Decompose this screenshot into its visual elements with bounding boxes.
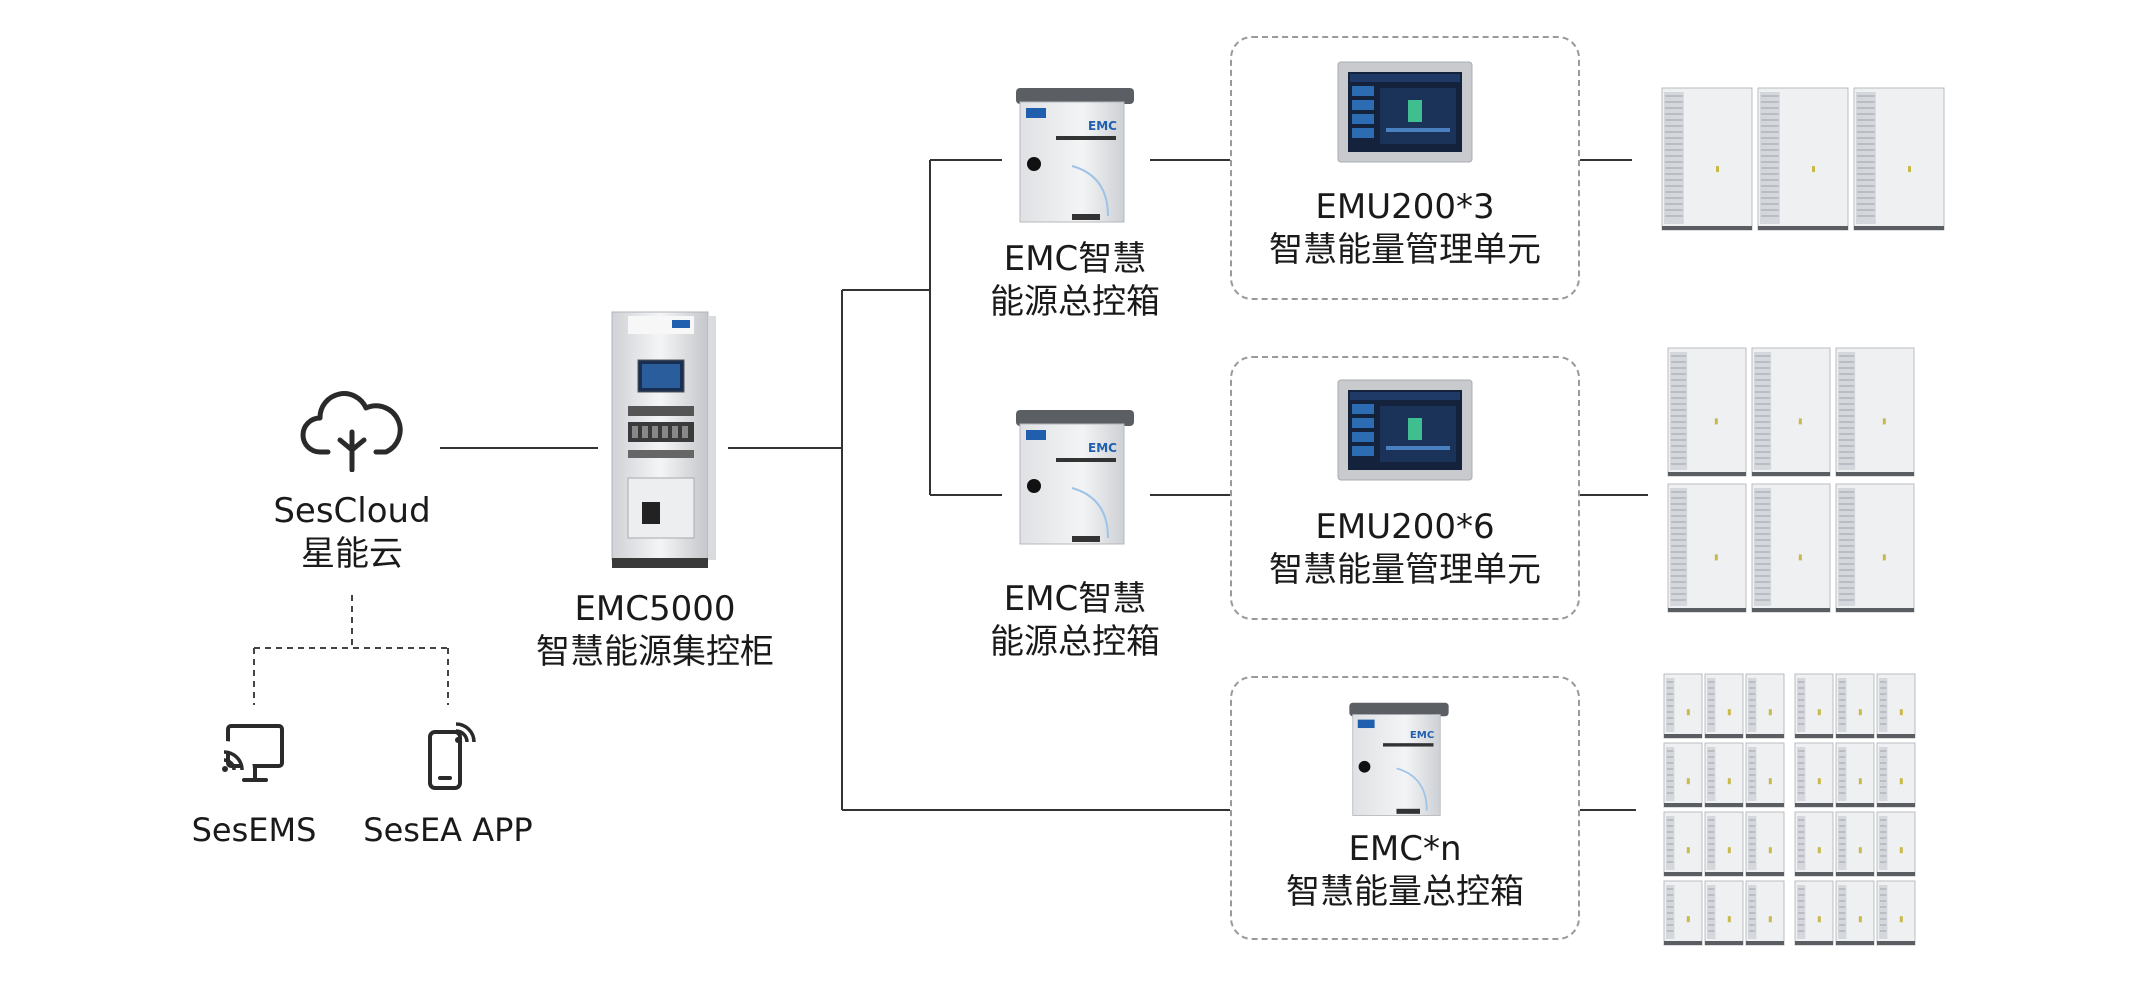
storage-cabinets-group-1 — [1661, 87, 1945, 231]
storage-cabinet — [1663, 673, 1703, 739]
storage-cabinet — [1853, 87, 1945, 231]
cloud-label-line1: SesCloud — [273, 491, 431, 531]
master-label-line2: 智慧能源集控柜 — [536, 631, 774, 672]
storage-cabinet — [1751, 347, 1831, 477]
storage-cabinet — [1663, 742, 1703, 808]
storage-cabinet — [1663, 811, 1703, 877]
storage-cabinet — [1745, 880, 1785, 946]
storage-cabinet — [1876, 673, 1916, 739]
storage-cabinet — [1751, 483, 1831, 613]
controller-1-label: EMC智慧 能源总控箱 — [975, 238, 1175, 323]
emc-group-3-label-line1: EMC*n — [1348, 829, 1462, 869]
master-label: EMC5000 智慧能源集控柜 — [520, 588, 790, 673]
emu-group-2-label-line2: 智慧能量管理单元 — [1269, 549, 1541, 590]
storage-cabinet — [1794, 880, 1834, 946]
emc-controller-box-3-image: EMC — [1349, 702, 1449, 816]
storage-cabinet — [1667, 347, 1747, 477]
storage-cabinets-group-2 — [1667, 347, 1915, 613]
emc-group-3 — [1230, 676, 1580, 940]
emu-group-1-label: EMU200*3 智慧能量管理单元 — [1230, 186, 1580, 271]
master-label-line1: EMC5000 — [574, 589, 736, 629]
emc5000-cabinet-image — [611, 311, 716, 568]
emc-group-3-label: EMC*n 智慧能量总控箱 — [1230, 828, 1580, 913]
storage-cabinet — [1745, 742, 1785, 808]
storage-cabinet — [1704, 811, 1744, 877]
emu-group-1 — [1230, 36, 1580, 300]
storage-cabinet — [1661, 87, 1753, 231]
storage-cabinet — [1876, 742, 1916, 808]
emc-controller-box-2-image: EMC — [1016, 410, 1134, 545]
client-label-sesems: SesEMS — [191, 811, 317, 849]
emu-touchscreen-1-image — [1337, 61, 1473, 163]
controller-2-label-line2: 能源总控箱 — [990, 621, 1160, 662]
storage-cabinet — [1835, 742, 1875, 808]
controller-1-label-line2: 能源总控箱 — [990, 281, 1160, 322]
storage-cabinet — [1794, 673, 1834, 739]
box2-badge: EMC — [1088, 441, 1117, 455]
mobile-phone-icon[interactable] — [424, 720, 478, 792]
emu-group-2-label: EMU200*6 智慧能量管理单元 — [1230, 506, 1580, 591]
controller-1-label-line1: EMC智慧 — [1003, 239, 1147, 279]
monitor-cast-icon[interactable] — [220, 722, 290, 788]
box3-badge: EMC — [1410, 730, 1434, 741]
storage-cabinet — [1745, 811, 1785, 877]
storage-cabinet — [1667, 483, 1747, 613]
emu-group-1-label-line2: 智慧能量管理单元 — [1269, 229, 1541, 270]
storage-cabinet — [1704, 880, 1744, 946]
emc-controller-box-1-image: EMC — [1016, 88, 1134, 223]
storage-cabinet — [1663, 880, 1703, 946]
storage-cabinet — [1704, 673, 1744, 739]
storage-cabinet — [1794, 742, 1834, 808]
controller-2-label-line1: EMC智慧 — [1003, 579, 1147, 619]
box1-badge: EMC — [1088, 119, 1117, 133]
cloud-label-line2: 星能云 — [301, 533, 403, 574]
storage-cabinet — [1835, 880, 1875, 946]
storage-cabinet — [1835, 673, 1875, 739]
emu-group-2-label-line1: EMU200*6 — [1315, 507, 1495, 547]
emu-group-2 — [1230, 356, 1580, 620]
storage-cabinets-group-3 — [1663, 673, 1916, 946]
storage-cabinet — [1745, 673, 1785, 739]
storage-cabinet — [1794, 811, 1834, 877]
emu-group-1-label-line1: EMU200*3 — [1315, 187, 1495, 227]
storage-cabinet — [1835, 483, 1915, 613]
client-label-sesea-app: SesEA APP — [363, 811, 533, 849]
emu-touchscreen-2-image — [1337, 379, 1473, 481]
storage-cabinet — [1876, 811, 1916, 877]
cloud-label: SesCloud 星能云 — [252, 490, 452, 575]
storage-cabinet — [1704, 742, 1744, 808]
storage-cabinet — [1876, 880, 1916, 946]
storage-cabinet — [1757, 87, 1849, 231]
storage-cabinet — [1835, 811, 1875, 877]
storage-cabinet — [1835, 347, 1915, 477]
cloud-icon — [300, 391, 403, 472]
controller-2-label: EMC智慧 能源总控箱 — [975, 578, 1175, 663]
emc-group-3-label-line2: 智慧能量总控箱 — [1286, 871, 1524, 912]
